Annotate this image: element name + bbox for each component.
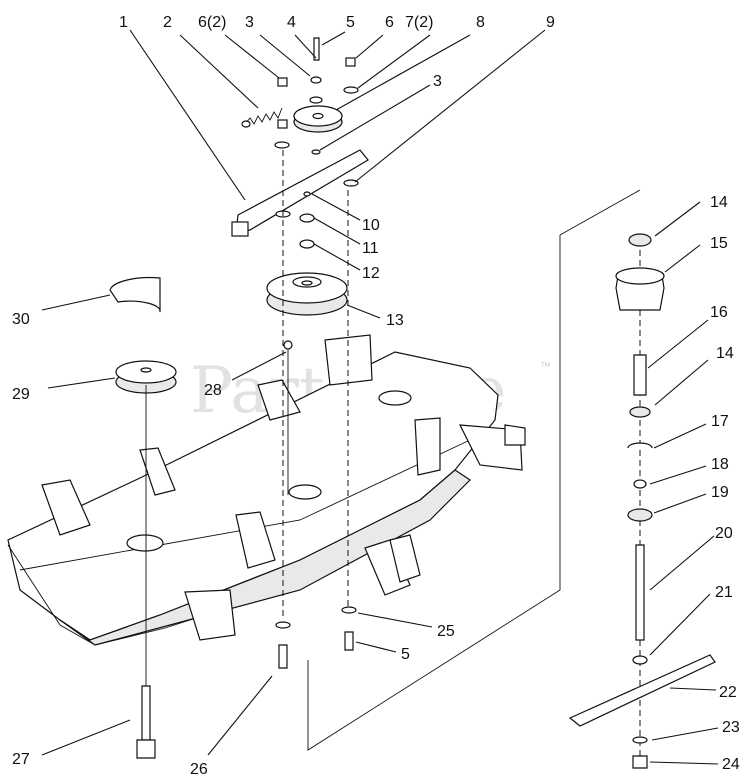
callout-27: 27 — [12, 751, 30, 768]
callout-1: 1 — [119, 14, 128, 31]
spindle-pulley-small — [115, 360, 177, 394]
callout-18: 18 — [711, 456, 729, 473]
watermark-tm: ™ — [540, 361, 551, 373]
callout-29: 29 — [12, 386, 30, 403]
callout-3: 3 — [245, 14, 254, 31]
callout-25: 25 — [437, 623, 455, 640]
callout-16: 16 — [710, 304, 728, 321]
callout-labels: 1 2 6(2) 3 4 5 6 7(2) 8 9 3 10 11 12 13 … — [12, 14, 740, 778]
hardware-washers-nuts — [274, 37, 359, 350]
callout-8: 8 — [476, 14, 485, 31]
callout-24: 24 — [722, 756, 740, 773]
spindle-assembly — [568, 233, 716, 769]
deck-bolts — [275, 606, 357, 669]
leader-lines — [41, 29, 719, 765]
callout-6-2: 6(2) — [198, 14, 226, 31]
callout-10: 10 — [362, 217, 380, 234]
callout-28: 28 — [204, 382, 222, 399]
callout-5b: 5 — [401, 646, 410, 663]
callout-7-2: 7(2) — [405, 14, 433, 31]
callout-4: 4 — [287, 14, 296, 31]
callout-13: 13 — [386, 312, 404, 329]
callout-11: 11 — [362, 240, 379, 257]
callout-15: 15 — [710, 235, 728, 252]
idler-pulley — [293, 105, 343, 133]
callout-21: 21 — [715, 584, 733, 601]
mower-deck — [7, 334, 526, 646]
spindle-pulley-large — [266, 272, 348, 316]
callout-20: 20 — [715, 525, 733, 542]
callout-5: 5 — [346, 14, 355, 31]
callout-14b: 14 — [716, 345, 734, 362]
callout-6: 6 — [385, 14, 394, 31]
callout-30: 30 — [12, 311, 30, 328]
callout-14: 14 — [710, 194, 728, 211]
callout-2: 2 — [163, 14, 172, 31]
callout-17: 17 — [711, 413, 729, 430]
callout-23: 23 — [722, 719, 740, 736]
callout-19: 19 — [711, 484, 729, 501]
callout-22: 22 — [719, 684, 737, 701]
spindle-shaft-27 — [136, 685, 156, 759]
callout-26: 26 — [190, 761, 208, 778]
callout-3b: 3 — [433, 73, 442, 90]
callout-9: 9 — [546, 14, 555, 31]
assembly-box — [307, 189, 641, 751]
callout-12: 12 — [362, 265, 380, 282]
spring — [241, 107, 283, 128]
belt-guide — [109, 276, 161, 313]
